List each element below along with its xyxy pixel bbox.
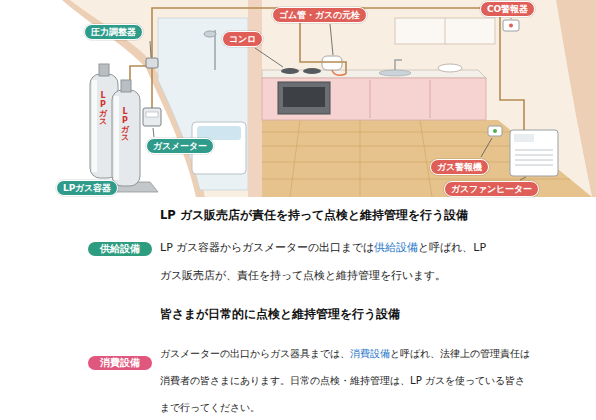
oven xyxy=(278,82,330,114)
callout-label: LPガス容器 xyxy=(56,180,118,196)
highlight-term: 消費設備 xyxy=(350,348,390,359)
cabinet-line xyxy=(430,80,431,118)
co-alarm-lamp xyxy=(509,24,513,28)
upper-cabinet xyxy=(395,18,495,44)
category-badge: 供給設備 xyxy=(88,242,152,256)
floor-boards xyxy=(262,120,570,197)
callout-label: CO警報器 xyxy=(480,1,535,17)
consumer-paragraph: ガスメーターの出口からガス器具までは、消費設備と呼ばれ、法律上の管理責任は消費者… xyxy=(160,340,530,420)
rice-cooker xyxy=(322,56,342,70)
callout-label: ガスファンヒーター xyxy=(444,181,539,197)
rubber-hose xyxy=(332,70,346,75)
section-heading: LP ガス販売店が責任を持って点検と維持管理を行う設備 xyxy=(160,208,468,222)
faucet xyxy=(395,60,402,70)
partition-wall xyxy=(248,0,262,197)
gas-alarm-lamp xyxy=(493,129,497,133)
wall-area xyxy=(70,0,592,197)
co-alarm xyxy=(503,20,519,31)
node-text: LPガス容器 xyxy=(63,183,111,193)
leader-lines xyxy=(150,18,526,180)
kitchen-cabinet xyxy=(262,78,486,120)
callout-label: コンロ xyxy=(222,31,263,47)
node-text: ガス警報機 xyxy=(437,162,482,172)
cabinet-line xyxy=(370,80,371,118)
node-text: ガスメーター xyxy=(153,141,207,151)
node-text: 圧力調整器 xyxy=(91,27,136,37)
lp-cylinder xyxy=(112,80,140,186)
fan-heater xyxy=(510,130,558,176)
cabinet-line xyxy=(445,18,446,44)
node-text: 供給設備 xyxy=(100,243,140,254)
wood-floor xyxy=(262,120,592,197)
body-text: ガスメーターの出口からガス器具までは、 xyxy=(160,348,350,359)
cylinder-marking: LPガス xyxy=(121,108,129,143)
gas-alarm xyxy=(488,126,502,136)
sink xyxy=(379,70,411,76)
node-text: コンロ xyxy=(229,34,256,44)
heater-panel xyxy=(514,134,534,142)
gas-meter xyxy=(143,108,161,126)
callout-label: ガス警報機 xyxy=(430,159,489,175)
callout-label: ゴム管・ガスの元栓 xyxy=(272,7,367,23)
category-badge: 消費設備 xyxy=(88,356,152,370)
callout-label: ガスメーター xyxy=(146,138,214,154)
highlight-term: 供給設備 xyxy=(374,241,418,254)
pressure-regulator xyxy=(146,58,158,68)
meter-display xyxy=(146,112,158,117)
burner xyxy=(303,68,321,74)
body-text: LP ガス容器からガスメーターの出口までは xyxy=(160,241,374,254)
section-heading: 皆さまが日常的に点検と維持管理を行う設備 xyxy=(160,307,400,321)
gas-pipe xyxy=(130,8,524,130)
shower-head xyxy=(204,31,216,37)
burner xyxy=(281,68,299,74)
oven-window xyxy=(283,87,325,107)
callout-label: 圧力調整器 xyxy=(84,24,143,40)
dish xyxy=(438,64,462,72)
node-text: 消費設備 xyxy=(100,357,140,368)
heater-grille xyxy=(515,150,553,165)
cylinder-marking: LPガス xyxy=(99,92,107,127)
node-text: CO警報器 xyxy=(487,4,528,14)
cut-edge xyxy=(556,0,596,197)
node-text: ガスファンヒーター xyxy=(451,184,532,194)
supply-paragraph: LP ガス容器からガスメーターの出口までは供給設備と呼ばれ、LP ガス販売店が、… xyxy=(160,234,500,290)
node-text: ゴム管・ガスの元栓 xyxy=(279,10,360,20)
